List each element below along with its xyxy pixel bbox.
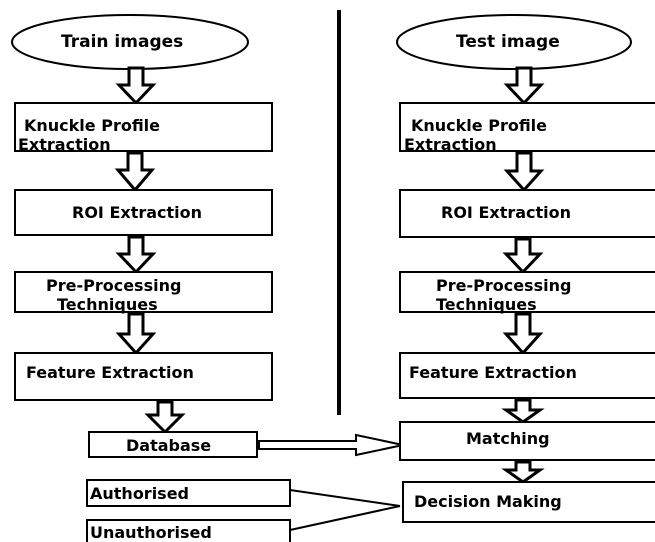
database-node (88, 431, 258, 458)
authorised-label: Authorised (90, 484, 190, 503)
decision-to-authorised-line (289, 489, 401, 507)
train-feature-node (14, 352, 273, 401)
database-label: Database (126, 436, 212, 455)
train-knuckle-node (14, 102, 273, 152)
unauthorised-node (86, 519, 291, 542)
matching-node (399, 421, 655, 461)
arrow-down-icon (115, 235, 157, 275)
train-roi-label: ROI Extraction (72, 203, 203, 222)
test-preprocessing-label-line2: Techniques (436, 295, 537, 314)
arrow-down-icon (501, 460, 545, 484)
test-roi-node (399, 189, 655, 238)
train-images-label: Train images (61, 32, 184, 52)
test-preprocessing-label-line1: Pre-Processing (436, 276, 572, 295)
test-feature-label: Feature Extraction (409, 363, 577, 382)
test-preprocessing-node (399, 271, 655, 313)
arrow-down-icon (502, 237, 544, 275)
database-to-matching-arrow (258, 433, 404, 457)
train-preprocessing-label-line2: Techniques (57, 295, 158, 314)
arrow-down-icon (115, 312, 157, 356)
arrow-down-icon (503, 66, 545, 106)
train-feature-label: Feature Extraction (26, 363, 194, 382)
test-feature-node (399, 352, 655, 399)
decision-label: Decision Making (414, 492, 562, 511)
train-preprocessing-node (14, 271, 273, 313)
arrow-down-icon (502, 312, 544, 356)
arrow-down-icon (503, 151, 545, 193)
arrow-down-icon (114, 151, 156, 193)
train-roi-node (14, 189, 273, 236)
test-knuckle-label-line1: Knuckle Profile (411, 116, 548, 135)
train-knuckle-label-line1: Knuckle Profile (24, 116, 161, 135)
test-image-label: Test image (456, 32, 560, 52)
arrow-down-icon (115, 66, 157, 106)
unauthorised-label: Unauthorised (90, 523, 212, 542)
test-knuckle-node (399, 102, 655, 152)
train-knuckle-label-line2: Extraction (18, 135, 111, 154)
matching-label: Matching (466, 429, 550, 448)
test-image-node (396, 14, 632, 70)
arrow-down-icon (501, 398, 545, 424)
authorised-node (86, 479, 291, 507)
train-preprocessing-label-line1: Pre-Processing (46, 276, 182, 295)
arrow-down-icon (144, 400, 186, 435)
decision-to-unauthorised-line (289, 505, 401, 531)
decision-node (402, 481, 655, 523)
test-roi-label: ROI Extraction (441, 203, 572, 222)
test-knuckle-label-line2: Extraction (404, 135, 497, 154)
